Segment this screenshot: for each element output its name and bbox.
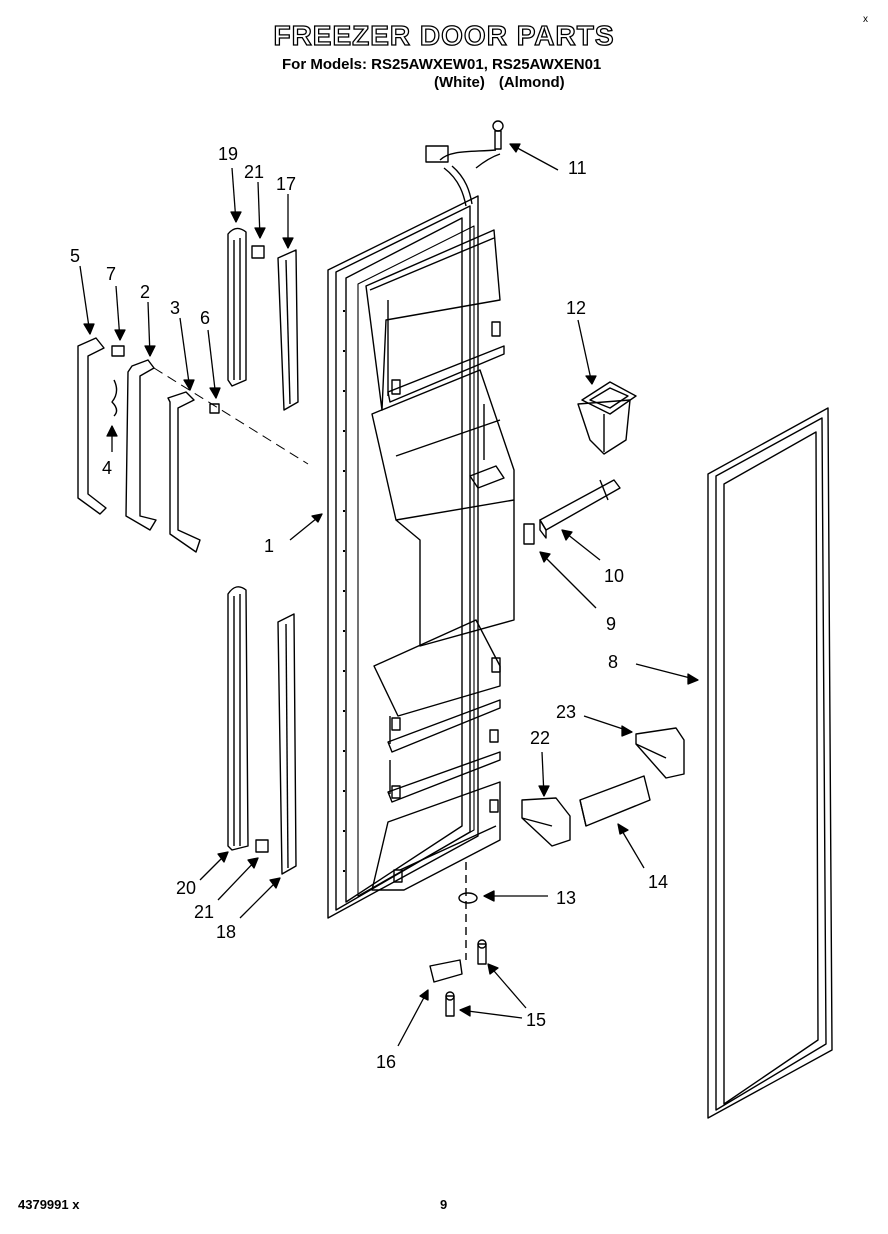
door-gasket	[707, 407, 833, 1119]
hinge-assembly	[429, 862, 487, 1017]
callout-6: 6	[200, 308, 210, 328]
callout-8: 8	[608, 652, 618, 672]
callout-14: 14	[648, 872, 668, 892]
lower-handle-trim	[227, 586, 297, 875]
callout-15: 15	[526, 1010, 546, 1030]
color-white: (White)	[434, 74, 485, 91]
callout-10: 10	[604, 566, 624, 586]
callout-21-lower: 21	[194, 902, 214, 922]
callout-labels: 1 2 3 4 5 6 7 8 9 10 11 12 13 14 15 16 1…	[70, 144, 668, 1072]
corner-mark: x	[863, 14, 868, 25]
color-almond: (Almond)	[498, 74, 565, 91]
callout-20: 20	[176, 878, 196, 898]
callout-16: 16	[376, 1052, 396, 1072]
callout-19: 19	[218, 144, 238, 164]
callout-7: 7	[106, 264, 116, 284]
screw-and-wire-harness	[425, 120, 504, 207]
color-variants: (White) (Almond)	[434, 74, 579, 91]
trim-clip	[523, 523, 535, 545]
callout-1: 1	[264, 536, 274, 556]
callout-18: 18	[216, 922, 236, 942]
callout-2: 2	[140, 282, 150, 302]
callout-23: 23	[556, 702, 576, 722]
callout-13: 13	[556, 888, 576, 908]
upper-handle-trim	[227, 227, 299, 411]
callout-5: 5	[70, 246, 80, 266]
door-panel	[327, 195, 515, 919]
callout-11: 11	[568, 158, 587, 178]
page-number: 9	[440, 1197, 448, 1212]
document-number: 4379991 x	[18, 1197, 80, 1212]
callout-3: 3	[170, 298, 180, 318]
handle-brackets	[77, 337, 309, 553]
callout-arrows	[79, 143, 699, 1047]
callout-21-upper: 21	[244, 162, 264, 182]
page-title: FREEZER DOOR PARTS	[273, 19, 615, 51]
shelf-end-caps	[521, 727, 685, 847]
callout-22: 22	[530, 728, 550, 748]
dispenser-trim-strip	[539, 479, 621, 539]
models-line: For Models: RS25AWXEW01, RS25AWXEN01	[282, 56, 602, 73]
callout-4: 4	[102, 458, 112, 478]
ice-chute-funnel	[577, 381, 637, 455]
callout-12: 12	[566, 298, 586, 318]
shelf-front-rail	[579, 775, 651, 827]
callout-9: 9	[606, 614, 616, 634]
callout-17: 17	[276, 174, 296, 194]
